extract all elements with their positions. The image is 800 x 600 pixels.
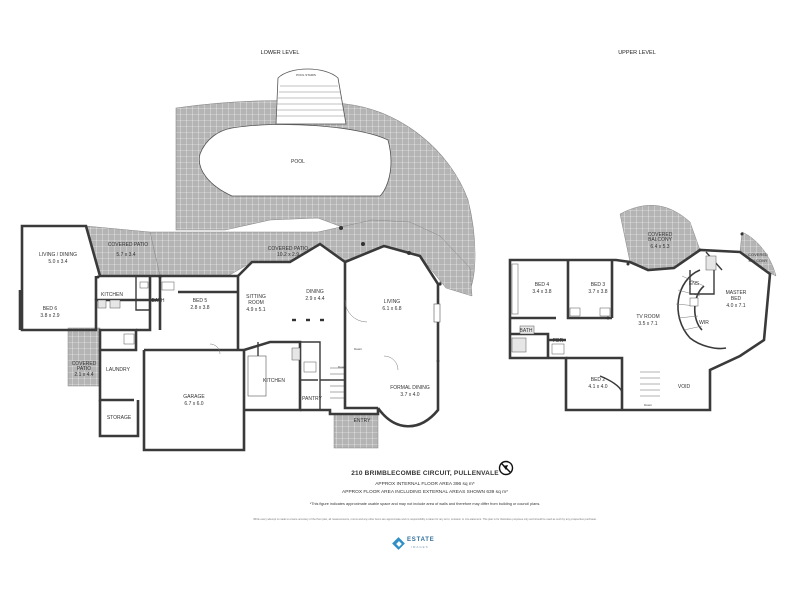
covered-patio-left-name: COVERED PATIO [108, 242, 148, 248]
covered-patio-bl-line1: COVERED [72, 361, 97, 367]
internal-area: APPROX INTERNAL FLOOR AREA 396 sq m* [375, 482, 475, 487]
wir-label: WIR [699, 320, 709, 326]
bed6-name: BED 6 [43, 306, 58, 312]
bed3-dims: 3.7 x 3.8 [588, 289, 607, 295]
property-address: 210 BRIMBLECOMBE CIRCUIT, PULLENVALE [351, 470, 499, 477]
pool-stairs-label: POOL STAIRS [296, 73, 316, 77]
tv-room-dims: 3.5 x 7.1 [638, 321, 657, 327]
down-label-entry: Down [338, 365, 346, 369]
covered-patio-left-dims: 5.7 x 3.4 [116, 252, 135, 258]
kitchen-left-label: KITCHEN [101, 292, 123, 298]
pool-label: POOL [291, 159, 305, 165]
bed2-dims: 4.1 x 4.0 [588, 384, 607, 390]
covered-patio-main [149, 219, 473, 297]
bed3-name: BED 3 [591, 282, 606, 288]
garage-name: GARAGE [183, 394, 205, 400]
pdr-label: PDR [553, 338, 564, 344]
tv-room-name: TV ROOM [636, 314, 659, 320]
covered-patio-bl-dims: 2.1 x 4.4 [74, 372, 93, 378]
pool [198, 124, 392, 197]
sitting-line1: SITTING [246, 294, 266, 300]
master-dims: 4.0 x 7.1 [726, 303, 745, 309]
ens-label: ENS [689, 281, 700, 287]
logo-sub: IMAGES [411, 545, 429, 549]
covered-balcony-right-line1: COVERED [748, 252, 768, 257]
living-name: LIVING [384, 299, 401, 305]
storage-label: STORAGE [107, 415, 132, 421]
garage-dims: 6.7 x 6.0 [184, 401, 203, 407]
covered-balcony-line1: COVERED [648, 232, 673, 238]
laundry-label: LAUNDRY [106, 367, 130, 373]
formal-dining-name: FORMAL DINING [390, 385, 430, 391]
master-line1: MASTER [726, 290, 747, 296]
north-compass-icon [498, 460, 514, 476]
void-label: VOID [678, 384, 691, 390]
bath-upper-label: BATH [520, 328, 533, 334]
bed2-name: BED 2 [591, 377, 606, 383]
covered-patio-main-name: COVERED PATIO [268, 246, 308, 252]
living-dining-dims: 5.0 x 3.4 [48, 259, 67, 265]
upper-level-title: UPPER LEVEL [618, 50, 656, 56]
upper-level-walls [508, 248, 772, 412]
estate-images-logo: ESTATE IMAGES [392, 537, 444, 553]
pantry-label: PANTRY [302, 396, 322, 402]
living-dims: 6.1 x 6.8 [382, 306, 401, 312]
logo-name: ESTATE [407, 537, 435, 543]
area-disclaimer: *This figure indicates approximate usabl… [309, 502, 541, 506]
lower-level-title: LOWER LEVEL [261, 50, 300, 56]
bed5-dims: 2.8 x 3.8 [190, 305, 209, 311]
formal-dining-dims: 3.7 x 4.0 [400, 392, 419, 398]
master-line2: BED [731, 296, 742, 302]
dining-dims: 2.9 x 4.4 [305, 296, 324, 302]
dining-name: DINING [306, 289, 324, 295]
entry-label: ENTRY [354, 418, 372, 424]
total-area: APPROX FLOOR AREA INCLUDING EXTERNAL ARE… [342, 490, 508, 495]
pool-stairs [275, 68, 347, 125]
sitting-dims: 4.9 x 5.1 [246, 307, 265, 313]
bath-left-label: BATH [152, 298, 165, 304]
fine-print: While every attempt is made to ensure ac… [253, 518, 597, 521]
bed5-name: BED 5 [193, 298, 208, 304]
bed4-name: BED 4 [535, 282, 550, 288]
kitchen-main-label: KITCHEN [263, 378, 285, 384]
bed4-dims: 3.4 x 3.8 [532, 289, 551, 295]
covered-balcony-dims: 6.4 x 5.3 [650, 244, 669, 250]
down-label-living: Down [354, 347, 362, 351]
sitting-line2: ROOM [248, 300, 264, 306]
covered-patio-bl-line2: PATIO [77, 366, 91, 372]
covered-balcony-right-line2: BALCONY [748, 258, 767, 263]
bed6-dims: 3.8 x 2.9 [40, 313, 59, 319]
covered-balcony-line2: BALCONY [648, 237, 673, 243]
down-label-upper: Down [644, 403, 652, 407]
covered-patio-main-dims: 10.2 x 2.9 [277, 252, 299, 258]
living-dining-name: LIVING / DINING [39, 252, 77, 258]
